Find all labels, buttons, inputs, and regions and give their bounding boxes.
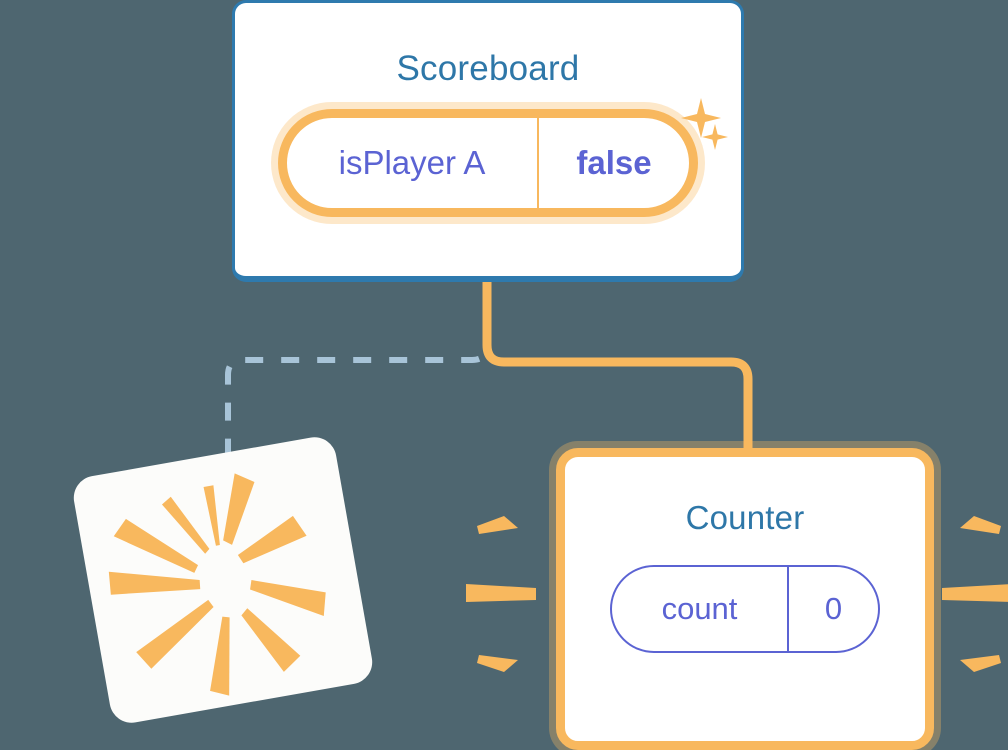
connector-scoreboard-to-counter — [482, 282, 753, 455]
counter-pill-wrap: count 0 — [565, 537, 925, 653]
scoreboard-pill-wrap: isPlayer A false — [235, 89, 741, 217]
scoreboard-state-key: isPlayer A — [287, 118, 539, 208]
scoreboard-state-value: false — [576, 144, 652, 181]
connector-scoreboard-to-ghost — [225, 290, 490, 470]
burst-rays-icon — [108, 473, 326, 696]
counter-state-value: 0 — [824, 591, 843, 626]
counter-state-key: count — [612, 567, 789, 651]
counter-state-pill[interactable]: count 0 — [610, 565, 880, 653]
counter-right-rays-icon — [942, 516, 1008, 672]
counter-card[interactable]: Counter count 0 — [556, 448, 934, 750]
counter-left-rays-icon — [466, 516, 536, 672]
counter-title: Counter — [685, 499, 805, 536]
scoreboard-title: Scoreboard — [396, 49, 580, 88]
scoreboard-card[interactable]: Scoreboard isPlayer A false — [232, 0, 744, 282]
ghost-card[interactable] — [70, 433, 376, 727]
scoreboard-state-pill[interactable]: isPlayer A false — [278, 109, 698, 217]
